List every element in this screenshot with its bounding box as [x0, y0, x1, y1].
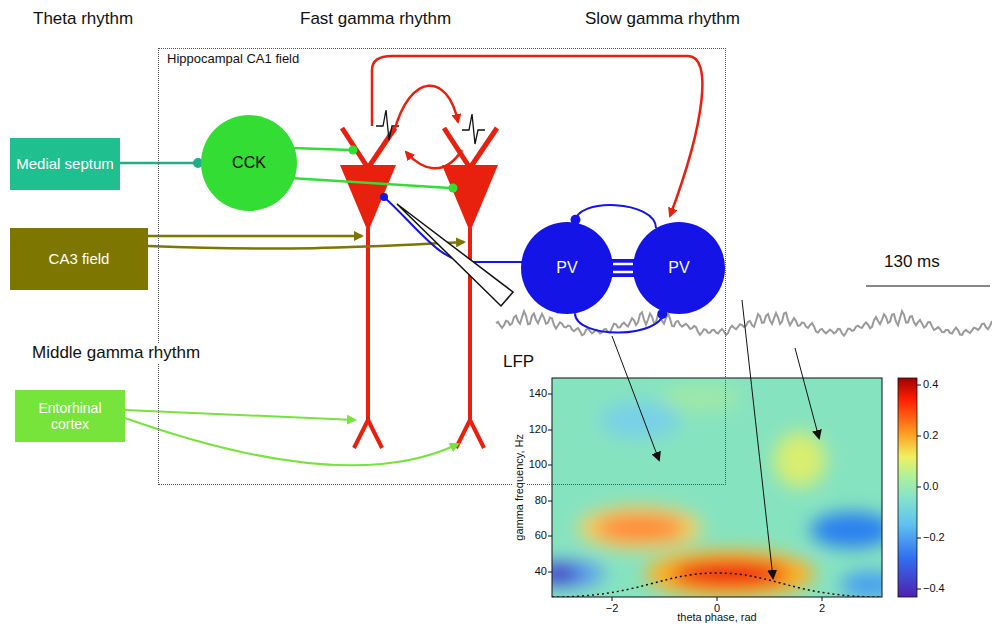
pyramidal-neuron: [340, 128, 396, 448]
scale-bar: [866, 285, 990, 286]
ec-input-line: [125, 410, 355, 420]
tick-label: −0.4: [923, 582, 945, 595]
interneuron-circle: PV: [521, 222, 613, 314]
region-frame: Hippocampal CA1 fieldCCK PV PV: [158, 48, 726, 485]
input-box: Entorhinal cortex: [15, 390, 125, 442]
recurrent-axon: [372, 56, 702, 216]
tick-label: 60: [535, 529, 547, 542]
tick-label: −2: [606, 602, 619, 615]
synapse-dot: [349, 146, 358, 155]
annotation-label: LFP: [503, 352, 534, 372]
electrode: [397, 204, 513, 306]
connector: [120, 158, 203, 168]
colorbar: [898, 378, 917, 597]
tick-label: 0.4: [923, 378, 938, 391]
recurrent-axon: [394, 86, 458, 132]
node-label: CCK: [232, 154, 266, 172]
pointer-arrow: [795, 348, 819, 438]
tick-label: 40: [535, 565, 547, 578]
input-box: Medial septum: [10, 138, 120, 190]
rhythm-label: Slow gamma rhythm: [585, 9, 740, 29]
synapse-dot: [449, 184, 458, 193]
tick-label: 2: [819, 602, 825, 615]
input-box: CA3 field: [10, 228, 148, 290]
tick-label: 0.0: [923, 480, 938, 493]
node-label: Entorhinal cortex: [21, 400, 119, 432]
region-label: Hippocampal CA1 field: [167, 52, 299, 67]
rhythm-label: Middle gamma rhythm: [32, 343, 200, 363]
connector: [571, 205, 656, 228]
connector: [575, 309, 667, 332]
interneuron-circle: PV: [633, 222, 725, 314]
tick-label: 0: [714, 602, 720, 615]
heatmap: [552, 378, 882, 597]
annotation-label: 130 ms: [884, 252, 940, 272]
connector: [613, 264, 633, 272]
node-label: PV: [556, 259, 577, 277]
rhythm-label: Fast gamma rhythm: [300, 9, 451, 29]
interneuron-circle: CCK: [201, 115, 297, 211]
ec-input-line: [125, 418, 458, 465]
cck-synapse-line: [290, 178, 450, 188]
pointer-arrow: [742, 300, 773, 578]
plot-frame: [552, 378, 882, 597]
tick-label: 140: [529, 387, 547, 400]
axis-title: gamma frequency, Hz: [513, 434, 526, 541]
tick-label: 120: [529, 423, 547, 436]
tick-label: 0.2: [923, 429, 938, 442]
ca3-input-line: [148, 235, 362, 238]
cck-synapse-line: [292, 148, 351, 150]
pointer-arrow: [612, 336, 659, 460]
axis-ticks: [548, 385, 921, 601]
tick-label: 100: [529, 458, 547, 471]
recurrent-axon: [406, 150, 462, 168]
node-label: PV: [668, 259, 689, 277]
tick-label: 80: [535, 494, 547, 507]
ca3-input-line: [148, 242, 464, 249]
node-label: Medial septum: [16, 155, 114, 172]
synapse-dot: [380, 193, 388, 201]
theta-phase-curve: [552, 573, 882, 597]
spike-waveform: [462, 114, 485, 144]
rhythm-label: Theta rhythm: [33, 9, 133, 29]
tick-label: −0.2: [923, 531, 945, 544]
node-label: CA3 field: [49, 250, 110, 267]
